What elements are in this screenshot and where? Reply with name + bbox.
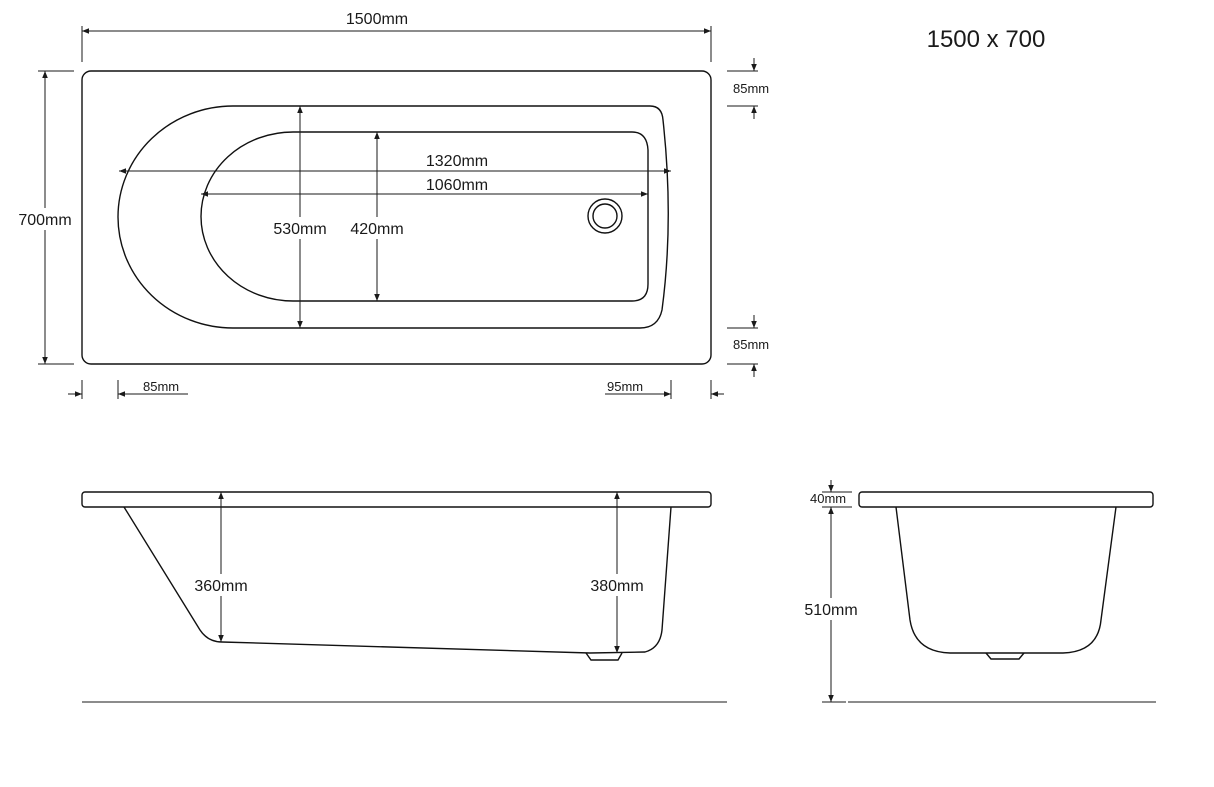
- end-rim: [858, 491, 1154, 508]
- label-base-width: 420mm: [350, 221, 403, 238]
- side-view: 360mm 380mm: [81, 491, 727, 703]
- label-mask: [187, 574, 253, 596]
- label-mask: [12, 208, 78, 230]
- label-total-height: 510mm: [804, 602, 857, 619]
- end-view: 40mm 510mm: [799, 480, 1156, 703]
- label-bottom-rim: 85mm: [733, 337, 769, 352]
- label-inner-length: 1320mm: [426, 153, 488, 170]
- side-rim: [81, 491, 712, 508]
- label-left-rim: 85mm: [143, 379, 179, 394]
- label-top-rim: 85mm: [733, 81, 769, 96]
- label-mask: [343, 217, 409, 239]
- label-inner-width: 530mm: [273, 221, 326, 238]
- waste-inner-ring: [592, 203, 618, 229]
- label-overall-width: 700mm: [18, 212, 71, 229]
- label-base-length: 1060mm: [426, 177, 488, 194]
- end-body: [895, 506, 1117, 654]
- side-body: [123, 506, 672, 654]
- drawing-title: 1500 x 700: [927, 26, 1046, 53]
- label-mask: [266, 217, 332, 239]
- plan-base: [200, 131, 649, 302]
- label-foot-depth: 380mm: [590, 578, 643, 595]
- plan-outer-rim: [81, 70, 712, 365]
- label-head-depth: 360mm: [194, 578, 247, 595]
- side-foot: [585, 652, 623, 661]
- label-mask: [799, 598, 863, 620]
- plan-inner-bowl: [117, 105, 669, 329]
- label-overall-length: 1500mm: [346, 11, 408, 28]
- label-rim-thickness: 40mm: [810, 491, 846, 506]
- end-foot: [985, 652, 1025, 660]
- plan-view: 1500mm 700mm 85mm 85mm 85mm 95mm 13: [12, 11, 769, 399]
- waste-outer-ring: [587, 198, 623, 234]
- label-mask: [583, 574, 649, 596]
- label-right-rim: 95mm: [607, 379, 643, 394]
